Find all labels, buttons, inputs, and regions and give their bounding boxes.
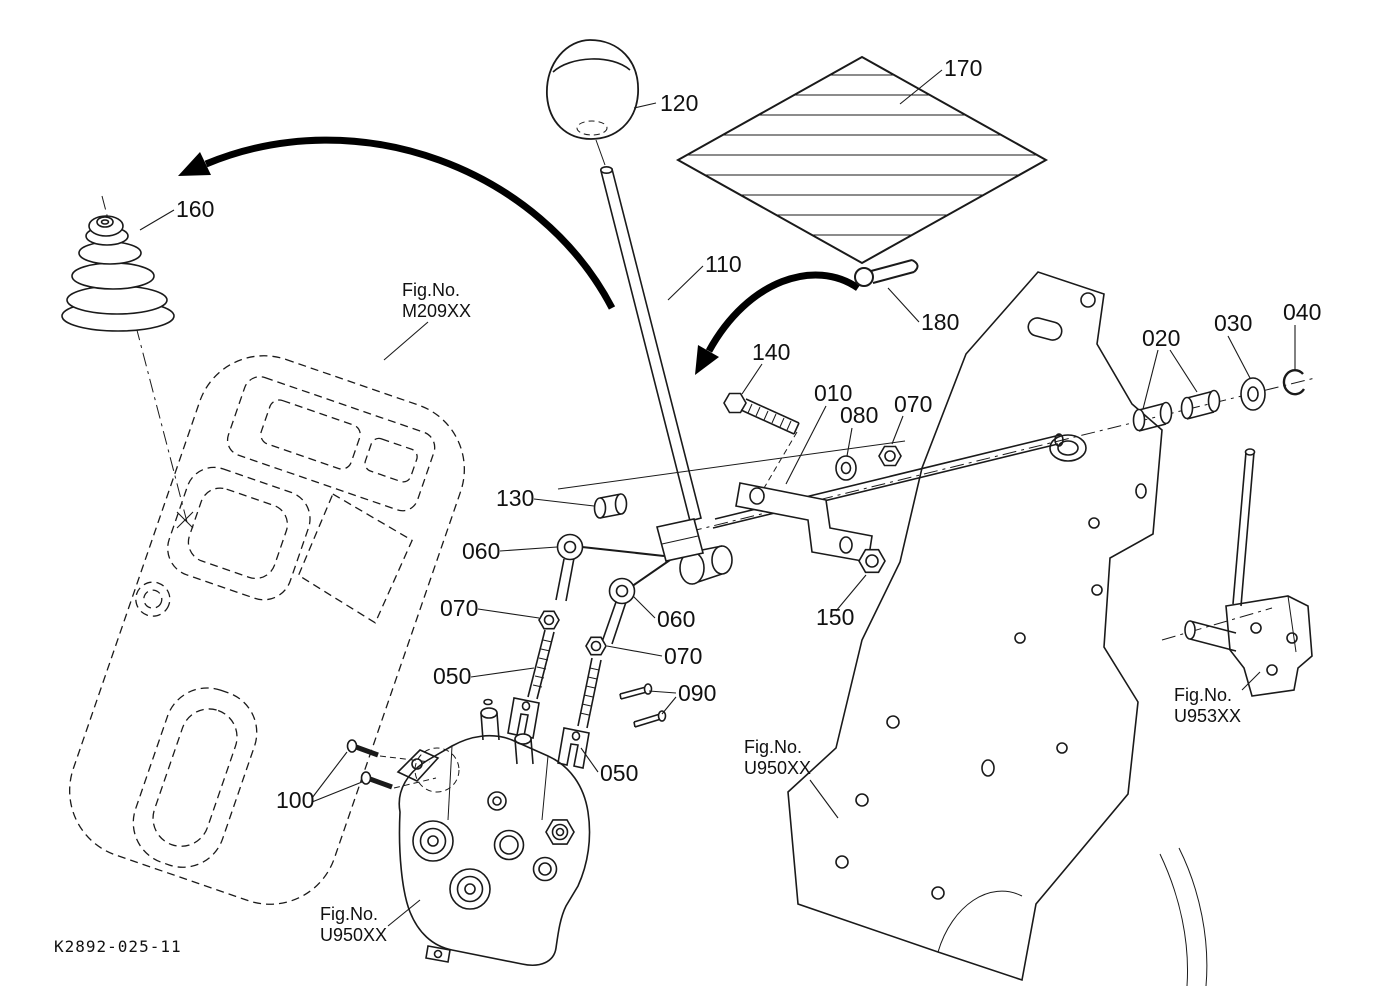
shift-knob-120 <box>546 39 639 166</box>
figref-u950xx-valve-line2: U950XX <box>320 925 387 945</box>
clevis-pins-090 <box>619 683 667 728</box>
callout-170: 170 <box>944 55 982 81</box>
callout-060-right: 060 <box>657 606 695 632</box>
leader-060-right <box>632 595 656 619</box>
spacer-130 <box>593 493 628 519</box>
nut-150 <box>858 548 886 574</box>
main-frame-bracket <box>787 271 1208 987</box>
leader-090b <box>661 696 677 715</box>
ball-joint-060-right <box>601 577 636 645</box>
callout-020: 020 <box>1142 325 1180 351</box>
figref-u950xx-frame-line1: Fig.No. <box>744 737 802 757</box>
callout-050-right: 050 <box>600 760 638 786</box>
leader-120 <box>633 102 657 109</box>
washer-030 <box>1240 377 1266 411</box>
control-valve-assembly <box>396 698 591 966</box>
callout-060-left: 060 <box>462 538 500 564</box>
leader-160 <box>139 209 175 231</box>
leader-150 <box>835 574 867 612</box>
pivot-axis-parts <box>687 369 1316 533</box>
lever-position-mark <box>176 511 194 529</box>
figref-u950xx-frame-line2: U950XX <box>744 758 811 778</box>
leader-110 <box>667 265 704 301</box>
callout-010: 010 <box>814 380 852 406</box>
construction-line <box>557 440 906 490</box>
callout-070-right: 070 <box>664 643 702 669</box>
callout-050-left: 050 <box>433 663 471 689</box>
side-bracket-u953 <box>1161 448 1313 697</box>
arrow-to-boot-head <box>178 152 211 176</box>
leader-u953 <box>1241 671 1261 691</box>
nut-070-left <box>538 610 560 630</box>
arrow-to-boot <box>204 136 616 310</box>
leader-lines <box>139 69 1296 927</box>
figref-m209xx-line1: Fig.No. <box>402 280 460 300</box>
callout-100: 100 <box>276 787 314 813</box>
washer-080 <box>835 455 857 481</box>
smv-hatching <box>678 74 1046 236</box>
arrow-to-lever-head <box>695 345 719 375</box>
motion-arrows <box>178 136 860 375</box>
callout-070-upper: 070 <box>894 391 932 417</box>
rubber-boot-160 <box>61 215 175 332</box>
bushings-020 <box>1132 389 1221 432</box>
leader-010 <box>785 405 827 485</box>
console-panel-outline <box>69 195 465 905</box>
leader-u950-frame <box>809 779 839 819</box>
figref-u950xx-valve-line1: Fig.No. <box>320 904 378 924</box>
snap-ring-040 <box>1282 369 1306 396</box>
callout-070-left: 070 <box>440 595 478 621</box>
bolt-140 <box>723 392 800 489</box>
callout-180: 180 <box>921 309 959 335</box>
leader-070-upper <box>891 415 904 445</box>
lever-clamp-assembly <box>581 518 733 590</box>
hitch-pin-180 <box>854 259 919 287</box>
callout-030: 030 <box>1214 310 1252 336</box>
leader-020b <box>1169 349 1198 393</box>
figref-u953xx-line1: Fig.No. <box>1174 685 1232 705</box>
link-rod-050-left <box>507 629 555 739</box>
callout-090: 090 <box>678 680 716 706</box>
ball-joint-060-left <box>555 533 584 602</box>
leader-170 <box>899 69 943 105</box>
callout-140: 140 <box>752 339 790 365</box>
leader-130 <box>533 498 595 507</box>
callout-040: 040 <box>1283 299 1321 325</box>
leader-u950-valve <box>387 899 421 927</box>
leader-140 <box>741 363 763 395</box>
drawing-code: K2892-025-11 <box>54 937 182 956</box>
callout-110: 110 <box>705 251 742 277</box>
callout-120: 120 <box>660 90 698 116</box>
callout-160: 160 <box>176 196 214 222</box>
leader-090a <box>648 690 677 694</box>
leader-060-left <box>499 546 558 552</box>
nut-070-right <box>585 636 607 656</box>
leader-100a <box>311 751 348 799</box>
callout-labels: 120 170 160 110 180 140 010 080 070 020 … <box>54 55 1321 956</box>
arrow-to-lever <box>705 271 860 353</box>
smv-sign-170 <box>675 55 1049 265</box>
leader-080 <box>846 427 853 457</box>
figref-u953xx-line2: U953XX <box>1174 706 1241 726</box>
leader-070-right <box>606 645 663 657</box>
leader-180 <box>887 287 920 323</box>
leader-m209 <box>383 321 429 361</box>
leader-050-left <box>470 667 535 678</box>
leader-100b <box>311 781 363 803</box>
nut-070-upper <box>878 445 902 467</box>
leader-030 <box>1227 335 1251 379</box>
leader-020a <box>1142 349 1159 410</box>
callout-130: 130 <box>496 485 534 511</box>
callout-150: 150 <box>816 604 854 630</box>
leader-070-left <box>477 608 540 619</box>
link-rod-050-right <box>557 657 602 769</box>
figref-m209xx-line2: M209XX <box>402 301 471 321</box>
lever-shaft-110 <box>599 166 702 522</box>
leader-050-right <box>580 747 599 773</box>
frame-right-strip <box>1159 853 1188 987</box>
callout-080: 080 <box>840 402 878 428</box>
